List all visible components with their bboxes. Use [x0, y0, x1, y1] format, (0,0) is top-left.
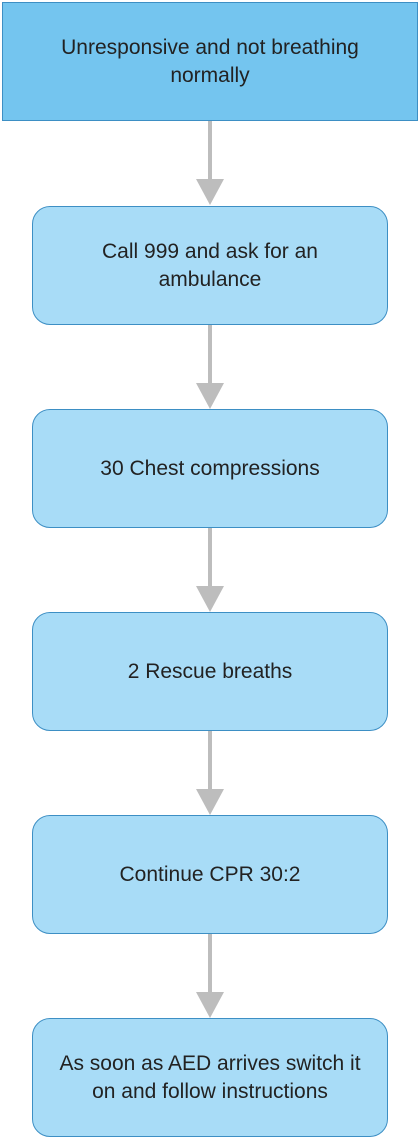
step-box-chest-compressions: 30 Chest compressions: [32, 409, 388, 528]
arrow-down-icon: [196, 121, 224, 205]
step-box-call-999: Call 999 and ask for an ambulance: [32, 206, 388, 325]
step-text: 30 Chest compressions: [100, 456, 320, 480]
step-box-aed: As soon as AED arrives switch it on and …: [32, 1018, 388, 1137]
flowchart-title-box: Unresponsive and not breathing normally: [2, 2, 418, 121]
arrow-down-icon: [196, 934, 224, 1018]
arrow-down-icon: [196, 528, 224, 612]
step-text: Call 999 and ask for an ambulance: [102, 239, 318, 291]
flowchart-title-text: Unresponsive and not breathing normally: [61, 35, 359, 87]
arrow-down-icon: [196, 325, 224, 409]
step-box-continue-cpr: Continue CPR 30:2: [32, 815, 388, 934]
arrow-down-icon: [196, 731, 224, 815]
step-text: As soon as AED arrives switch it on and …: [59, 1051, 361, 1103]
step-text: 2 Rescue breaths: [127, 659, 293, 683]
step-text: Continue CPR 30:2: [119, 862, 301, 886]
step-box-rescue-breaths: 2 Rescue breaths: [32, 612, 388, 731]
